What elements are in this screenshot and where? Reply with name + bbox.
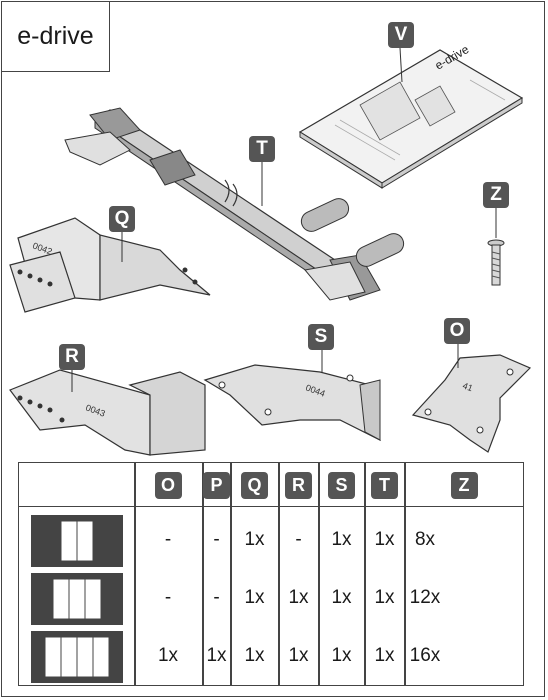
table-divider: [318, 463, 320, 685]
table-cell: 1x: [288, 587, 309, 608]
table-divider: [134, 463, 136, 685]
column-label: P: [203, 471, 230, 499]
table-cell: -: [164, 529, 172, 550]
table-cell: 1x: [331, 529, 352, 550]
column-label: T: [371, 471, 398, 499]
screw: [487, 208, 505, 286]
drive-rail: [64, 107, 405, 301]
column-label: Z: [450, 471, 478, 499]
table-cell: 1x: [374, 529, 395, 550]
part-label-r: R: [59, 344, 85, 370]
table-cell: 12x: [409, 587, 441, 608]
table-divider: [230, 463, 232, 685]
plate-s: 0044: [203, 350, 381, 442]
page-title: e-drive: [17, 22, 94, 50]
part-label-v: V: [388, 22, 414, 48]
header-p: P: [203, 463, 230, 507]
table-divider: [202, 463, 204, 685]
header-z: Z: [405, 463, 523, 507]
manual-booklet: e-drive: [298, 42, 524, 189]
door-3-panel-icon: [31, 573, 123, 625]
part-label-z: Z: [483, 182, 509, 208]
header-q: Q: [231, 463, 278, 507]
table-cell: 1x: [288, 645, 309, 666]
plate-o-engraving: 41: [461, 380, 474, 393]
table-cell: -: [164, 587, 172, 608]
table-cell: 1x: [331, 587, 352, 608]
header-s: S: [319, 463, 364, 507]
table-cell: 1x: [244, 529, 265, 550]
table-divider: [404, 463, 406, 685]
table-cell: -: [295, 529, 302, 550]
parts-illustration: e-drive 0042: [9, 42, 532, 456]
table-cell: -: [213, 587, 220, 608]
header-o: O: [135, 463, 201, 507]
column-label: R: [285, 471, 312, 499]
table-cell: 16x: [409, 645, 441, 666]
table-row: - - 1x - 1x 1x 8x: [19, 511, 523, 569]
table-divider: [278, 463, 280, 685]
table-cell: 1x: [206, 645, 227, 666]
title-box: e-drive: [2, 2, 110, 72]
table-cell: 1x: [244, 645, 265, 666]
column-label: S: [328, 471, 355, 499]
part-label-o: O: [444, 318, 470, 344]
table-header-row: O P Q R S T Z: [19, 463, 523, 507]
part-label-q: Q: [109, 206, 135, 232]
door-2-panel-icon: [31, 515, 123, 567]
table-cell: 1x: [244, 587, 265, 608]
plate-o: 41: [411, 344, 532, 453]
part-label-t: T: [249, 136, 275, 162]
table-row: 1x 1x 1x 1x 1x 1x 16x: [19, 627, 523, 685]
table-cell: 1x: [157, 645, 179, 666]
table-cell: -: [213, 529, 220, 550]
table-row: - - 1x 1x 1x 1x 12x: [19, 569, 523, 627]
table-cell: 8x: [414, 529, 436, 550]
parts-table: O P Q R S T Z - - 1x - 1x 1x 8x - - 1x 1…: [18, 462, 524, 686]
header-r: R: [279, 463, 318, 507]
column-label: O: [154, 471, 182, 499]
table-cell: 1x: [331, 645, 352, 666]
table-cell: 1x: [374, 645, 395, 666]
header-t: T: [365, 463, 404, 507]
column-label: Q: [241, 471, 268, 499]
table-cell: 1x: [374, 587, 395, 608]
table-divider: [364, 463, 366, 685]
bracket-q: 0042: [9, 217, 211, 313]
bracket-r: 0043: [9, 369, 206, 456]
door-4-panel-icon: [31, 631, 123, 683]
part-label-s: S: [308, 324, 334, 350]
